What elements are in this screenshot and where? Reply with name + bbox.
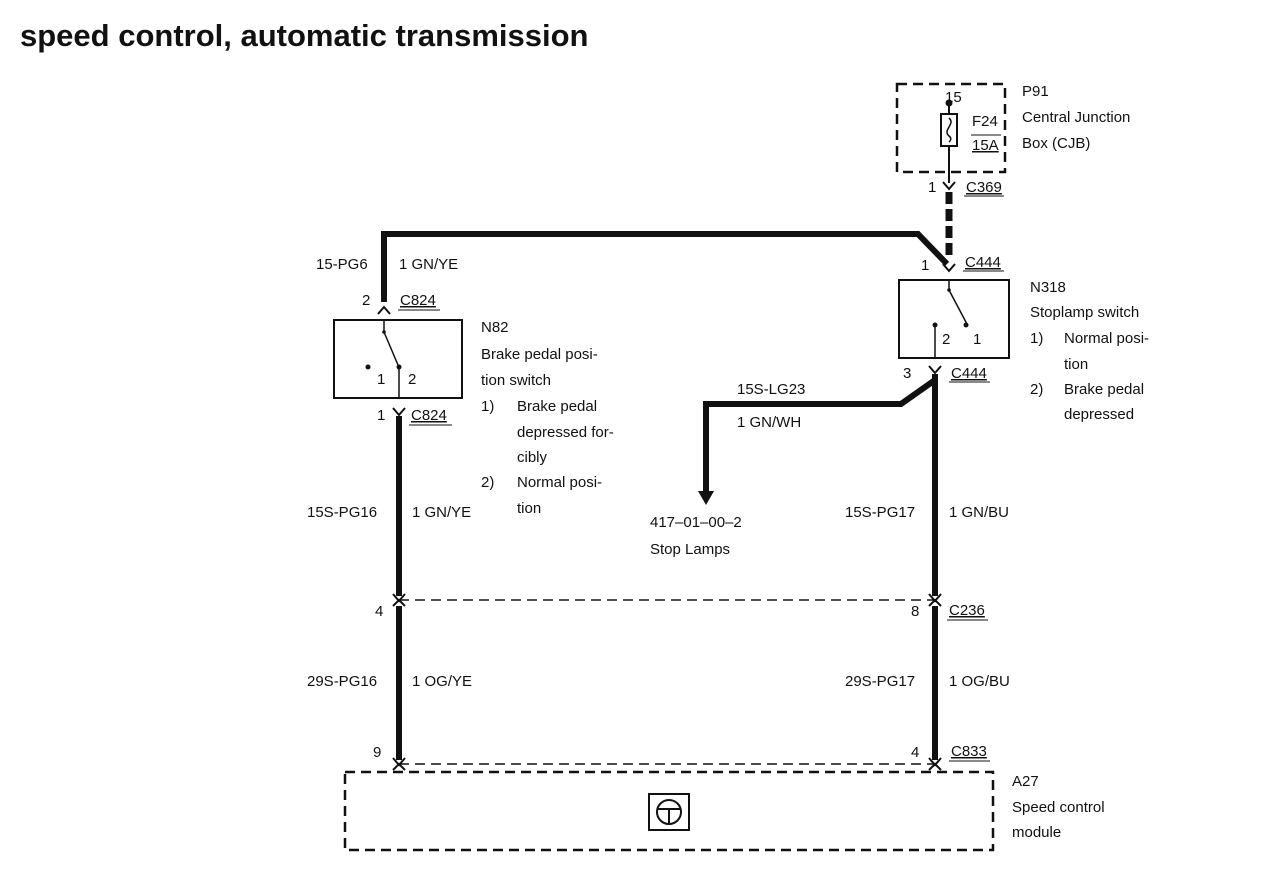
connector-c824-bottom-icon [392,407,406,417]
speed-control-module [343,770,995,852]
connector-c236-right-icon [928,593,942,607]
c833-label: C833 [951,743,987,760]
connector-c833-left-icon [392,757,406,771]
n318-top-pin: 1 [921,257,929,274]
n318-note1-num: 1) [1030,330,1043,347]
brake-pedal-position-switch: 1 2 [333,319,463,399]
n82-note2-line1: Normal posi- [517,474,602,491]
cjb-pin: 15 [945,89,962,106]
n82-top-pin: 2 [362,292,370,309]
wire-29s-pg17-color: 1 OG/BU [949,673,1010,690]
wire-15-pg6-circuit: 15-PG6 [316,256,368,273]
n82-name-line1: Brake pedal posi- [481,346,598,363]
cjb-name-line1: Central Junction [1022,109,1130,126]
n318-note1-line2: tion [1064,356,1088,373]
connector-c444-top-icon [942,263,956,273]
n82-bottom-pin: 1 [377,407,385,424]
c444-top-label: C444 [965,254,1001,271]
wire-15-pg6 [381,231,950,302]
n82-note2-line2: tion [517,500,541,517]
c369-pin: 1 [928,179,936,196]
c236-left-pin: 4 [375,603,383,620]
c236-right-pin: 8 [911,603,919,620]
c833-left-pin: 9 [373,744,381,761]
n318-note2-line1: Brake pedal [1064,381,1144,398]
wire-29s-pg16-circuit: 29S-PG16 [307,673,377,690]
n318-pos2: 2 [942,331,950,348]
wire-15s-lg23 [703,377,937,494]
c824-top-label: C824 [400,292,436,309]
stop-lamps-ref: 417–01–00–2 [650,514,742,531]
n82-note1-num: 1) [481,398,494,415]
arrow-down-icon [698,491,714,505]
fuse-rating: 15A [972,137,999,154]
wire-29s-pg17-circuit: 29S-PG17 [845,673,915,690]
connector-c369-icon [942,181,956,191]
n82-note1-line3: cibly [517,449,548,466]
n318-pos1: 1 [973,331,981,348]
c833-right-pin: 4 [911,744,919,761]
n82-pos2: 2 [408,371,416,388]
wire-29s-pg16-color: 1 OG/YE [412,673,472,690]
connector-c444-bottom-icon [928,365,942,375]
n318-note2-line2: depressed [1064,406,1134,423]
wire-15s-lg23-circuit: 15S-LG23 [737,381,805,398]
wire-15-pg6-color: 1 GN/YE [399,256,458,273]
n318-note1-line1: Normal posi- [1064,330,1149,347]
n82-note2-num: 2) [481,474,494,491]
wire-15s-pg17-color: 1 GN/BU [949,504,1009,521]
stop-lamps-name: Stop Lamps [650,541,730,558]
connector-c833-right-icon [928,757,942,771]
a27-name-line2: module [1012,824,1061,841]
wire-15s-lg23-color: 1 GN/WH [737,414,801,431]
a27-id: A27 [1012,773,1039,790]
n318-note2-num: 2) [1030,381,1043,398]
connector-c824-top-icon [377,305,391,315]
n82-pos1: 1 [377,371,385,388]
connector-c236-left-icon [392,593,406,607]
n82-id: N82 [481,319,509,336]
n318-id: N318 [1030,279,1066,296]
central-junction-box: 15 F24 15A [895,82,1007,183]
cjb-name-line2: Box (CJB) [1022,135,1090,152]
stoplamp-switch: 2 1 [898,279,1010,359]
n318-bottom-pin: 3 [903,365,911,382]
diagram-title: speed control, automatic transmission [20,18,588,53]
wire-15s-pg16-color: 1 GN/YE [412,504,471,521]
wire-15s-pg17-circuit: 15S-PG17 [845,504,915,521]
c444-bottom-label: C444 [951,365,987,382]
c369-label: C369 [966,179,1002,196]
c236-label: C236 [949,602,985,619]
n82-note1-line1: Brake pedal [517,398,597,415]
n318-name: Stoplamp switch [1030,304,1139,321]
a27-name-line1: Speed control [1012,799,1105,816]
n82-name-line2: tion switch [481,372,551,389]
fuse-label: F24 [972,113,998,130]
cjb-id: P91 [1022,83,1049,100]
n82-note1-line2: depressed for- [517,424,614,441]
wire-15s-pg16-circuit: 15S-PG16 [307,504,377,521]
c824-bottom-label: C824 [411,407,447,424]
